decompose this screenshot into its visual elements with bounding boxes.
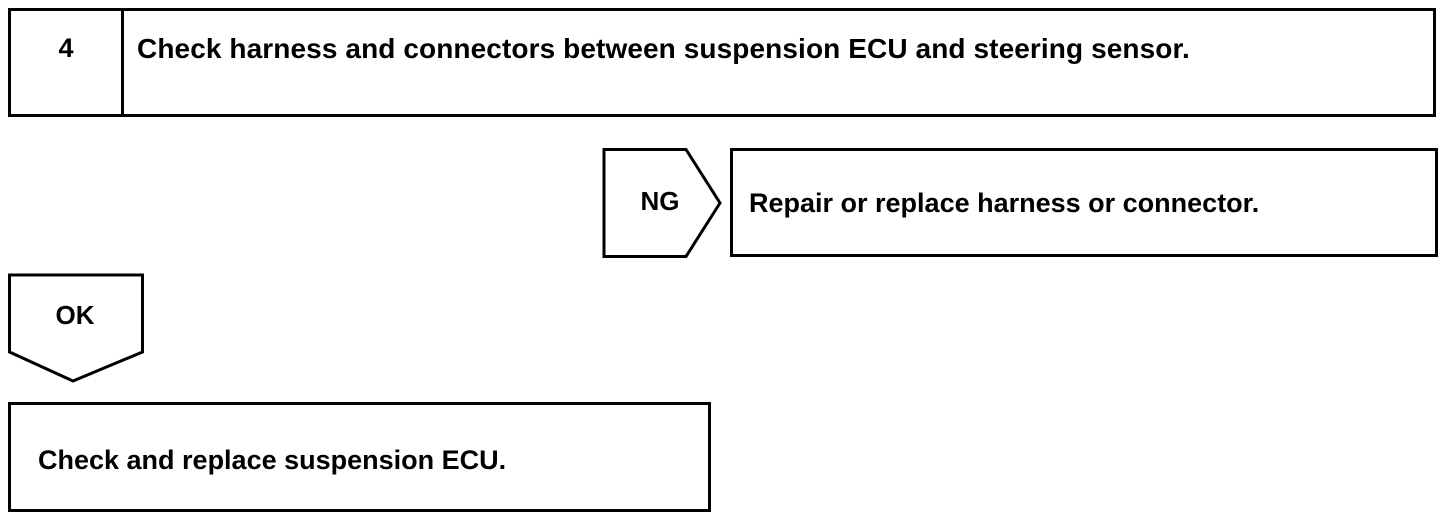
ng-result-text: Repair or replace harness or connector. xyxy=(749,188,1260,218)
ng-label: NG xyxy=(640,186,680,216)
step-number: 4 xyxy=(58,33,74,63)
ok-label: OK xyxy=(55,300,95,330)
step-title: Check harness and connectors between sus… xyxy=(137,33,1190,64)
ok-result-box: Check and replace suspension ECU. xyxy=(8,402,711,512)
ng-result-box: Repair or replace harness or connector. xyxy=(730,148,1438,257)
step-divider xyxy=(121,11,124,114)
step-box: 4 Check harness and connectors between s… xyxy=(8,8,1436,117)
ok-result-text: Check and replace suspension ECU. xyxy=(38,445,507,475)
